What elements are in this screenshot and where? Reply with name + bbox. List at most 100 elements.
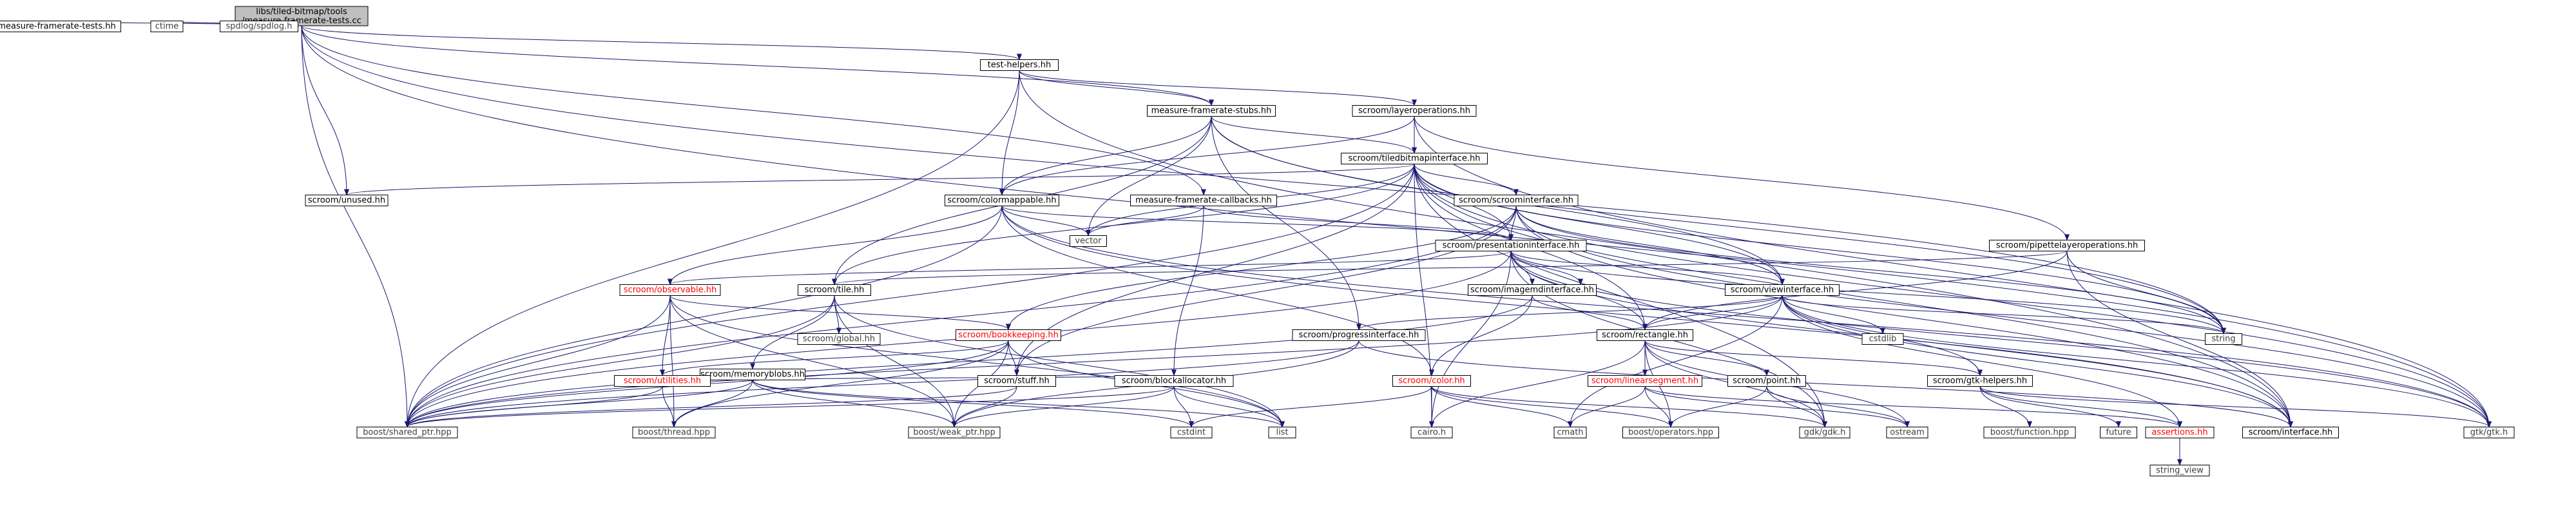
node-rectangle[interactable]: scroom/rectangle.hh (1597, 329, 1693, 341)
edge-tiledbmp-to-viewif (1414, 164, 1785, 286)
node-progressif[interactable]: scroom/progressinterface.hh (1292, 329, 1426, 341)
node-utilities[interactable]: scroom/utilities.hh (614, 375, 711, 387)
node-label: boost/function.hpp (1990, 428, 2069, 438)
edge-imagemd-to-color (1429, 295, 1533, 376)
edge-point-to-operators (1668, 386, 1767, 428)
node-label: boost/shared_ptr.hpp (363, 428, 452, 438)
node-tiledbmp[interactable]: scroom/tiledbitmapinterface.hh (1341, 153, 1488, 164)
node-unused[interactable]: scroom/unused.hh (305, 195, 389, 206)
node-pipettelayer[interactable]: scroom/pipettelayeroperations.hh (1989, 240, 2145, 251)
node-box (1130, 195, 1277, 206)
node-label: scroom/rectangle.hh (1602, 331, 1688, 340)
node-scroomif[interactable]: scroom/scroominterface.hh (1454, 195, 1579, 206)
node-box (1588, 375, 1702, 387)
node-testhelpers[interactable]: test-helpers.hh (980, 59, 1059, 71)
edge-layerops-to-pipettelayer (1414, 116, 2070, 241)
node-box (1268, 427, 1296, 438)
node-label: scroom/progressinterface.hh (1299, 331, 1419, 340)
edge-blockalloc-to-weak-ptr (952, 386, 1175, 428)
node-bookkeeping[interactable]: scroom/bookkeeping.hh (956, 329, 1061, 341)
node-box (1454, 195, 1579, 206)
node-presentationif[interactable]: scroom/presentationinterface.hh (1435, 240, 1587, 251)
node-box (2242, 427, 2339, 438)
edge-mfcallbacks-to-vector (1086, 206, 1204, 237)
edge-viewif-to-cmath (1568, 295, 1783, 428)
edge-layerops-to-colormappable (999, 116, 1415, 196)
node-box (1170, 427, 1213, 438)
node-assertions[interactable]: assertions.hh (2145, 427, 2215, 438)
node-mfcallbacks[interactable]: measure-framerate-callbacks.hh (1130, 195, 1277, 206)
node-box (700, 369, 805, 380)
node-box (0, 21, 121, 32)
edge-viewif-to-rectangle (1642, 295, 1783, 331)
node-linearseg[interactable]: scroom/linearsegment.hh (1588, 375, 1702, 387)
node-box (2463, 427, 2515, 438)
node-viewif[interactable]: scroom/viewinterface.hh (1725, 284, 1840, 296)
node-color[interactable]: scroom/color.hh (1392, 375, 1471, 387)
node-point[interactable]: scroom/point.hh (1727, 375, 1806, 387)
node-box (150, 21, 184, 32)
node-label: scroom/tile.hh (805, 286, 865, 295)
node-stuff[interactable]: scroom/stuff.hh (977, 375, 1056, 387)
edge-viewif-to-shared-ptr (405, 295, 1783, 428)
node-ctime: ctime (150, 21, 184, 32)
node-label: scroom/utilities.hh (624, 376, 701, 386)
node-gtkhelpers[interactable]: scroom/gtk-helpers.hh (1927, 375, 2033, 387)
edge-rectangle-to-point (1644, 340, 1769, 376)
node-label: scroom/colormappable.hh (947, 196, 1056, 206)
node-mft[interactable]: measure-framerate-tests.hh (0, 21, 121, 32)
edge-utilities-to-thread (662, 386, 677, 428)
node-cstdlib: cstdlib (1861, 333, 1904, 345)
node-label: scroom/linearsegment.hh (1591, 376, 1698, 386)
node-interface[interactable]: scroom/interface.hh (2242, 427, 2339, 438)
edge-tile-to-list (834, 295, 1285, 428)
node-label: scroom/color.hh (1398, 376, 1465, 386)
node-label: scroom/interface.hh (2249, 428, 2333, 438)
node-imagemd[interactable]: scroom/imagemdinterface.hh (1468, 284, 1597, 296)
node-thread: boost/thread.hpp (632, 427, 716, 438)
node-tile[interactable]: scroom/tile.hh (798, 284, 871, 296)
edge-linearseg-to-operators (1644, 386, 1673, 428)
node-box (1114, 375, 1234, 387)
edge-tiledbmp-to-tile (832, 164, 1415, 286)
node-box (977, 375, 1056, 387)
edge-blockalloc-to-list (1173, 386, 1285, 428)
node-box (1341, 153, 1488, 164)
edge-colormappable-to-color (1001, 206, 1434, 376)
edge-presentationif-to-cairo (1429, 251, 1512, 428)
node-colormappable[interactable]: scroom/colormappable.hh (945, 195, 1059, 206)
node-box (1983, 427, 2076, 438)
node-layerops[interactable]: scroom/layeroperations.hh (1352, 105, 1477, 117)
node-label: spdlog/spdlog.h (226, 22, 293, 32)
node-box (798, 284, 871, 296)
edge-gtkhelpers-to-function (1979, 386, 2032, 428)
node-label: cairo.h (1418, 428, 1446, 438)
edge-memoryblobs-to-weak-ptr (752, 380, 957, 428)
node-memoryblobs[interactable]: scroom/memoryblobs.hh (700, 369, 805, 380)
edge-point-to-ostream (1766, 386, 1910, 428)
edge-testhelpers-to-mfstubs (1019, 70, 1214, 106)
node-box (2149, 465, 2210, 476)
edge-presentationif-to-string (1510, 251, 2226, 335)
edge-gtkhelpers-to-future (1979, 386, 2121, 428)
edge-viewif-to-progressif (1356, 295, 1783, 331)
edge-scroomif-to-gtk (1515, 206, 2492, 428)
edge-memoryblobs-to-cstdint (752, 380, 1194, 428)
node-layer: libs/tiled-bitmap/tools/measure-framerat… (0, 6, 2515, 476)
node-box (1727, 375, 1806, 387)
node-label: boost/thread.hpp (638, 428, 710, 438)
edge-colormappable-to-vector (1001, 206, 1091, 237)
edge-tile-to-shared-ptr (405, 295, 835, 428)
node-mfstubs[interactable]: measure-framerate-stubs.hh (1147, 105, 1276, 117)
edge-mfstubs-to-vector (1086, 116, 1212, 237)
node-blockalloc[interactable]: scroom/blockallocator.hh (1114, 375, 1234, 387)
edge-rectangle-to-gtkhelpers (1644, 340, 1983, 376)
edge-pipettelayer-to-rectangle (1642, 251, 2068, 331)
node-label: scroom/bookkeeping.hh (958, 331, 1059, 340)
node-observable[interactable]: scroom/observable.hh (619, 284, 721, 296)
node-label: scroom/presentationinterface.hh (1443, 241, 1580, 251)
edge-observable-to-thread (669, 295, 677, 428)
edge-pipettelayer-to-interface (2066, 251, 2293, 428)
node-string: string (2205, 333, 2242, 345)
node-label: libs/tiled-bitmap/tools (256, 7, 347, 17)
